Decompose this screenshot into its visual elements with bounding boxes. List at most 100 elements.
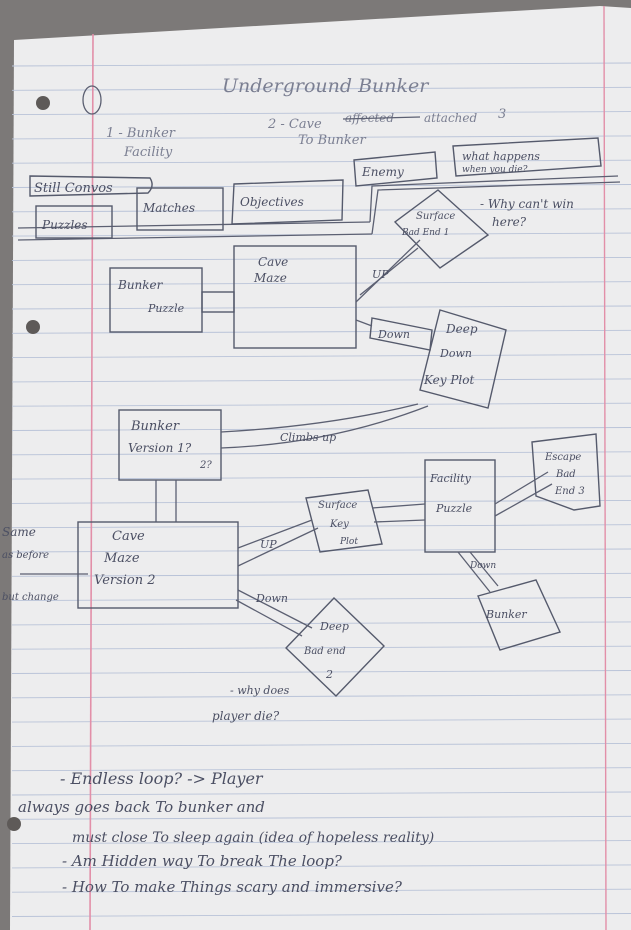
title-scribble <box>82 85 102 115</box>
left-margin-line <box>89 33 94 930</box>
down3-connector <box>457 551 491 593</box>
ruled-line <box>11 475 631 480</box>
why-die-line-2: player die? <box>212 709 280 723</box>
puzzles-box <box>35 205 113 239</box>
bottom-notes: - Endless loop? -> Player always goes ba… <box>18 769 434 896</box>
cave-maze-box <box>233 245 357 349</box>
same-note-line-3: but change <box>2 592 59 603</box>
what-happens-line-2: when you die? <box>462 165 528 175</box>
ruled-line <box>11 572 631 577</box>
ruled-line <box>11 888 631 893</box>
item-2-line-3: To Bunker <box>298 133 366 148</box>
ruled-line <box>11 86 631 91</box>
same-note-line-2: as before <box>2 550 49 561</box>
item-3-label: 3 <box>498 107 506 122</box>
ruled-line <box>11 621 631 626</box>
note-line-4: - Am Hidden way To break The loop? <box>62 852 343 870</box>
up2-label: UP <box>260 538 277 551</box>
why-die-line-1: - why does <box>230 684 290 697</box>
ruled-line <box>11 402 631 407</box>
surface-key-plot-box <box>305 489 383 553</box>
facility-puzzle-box <box>424 459 496 553</box>
ruled-line <box>11 451 631 456</box>
cave-maze-v2-line-2: Maze <box>103 551 140 566</box>
surface-bad-end-1-line-2: Bad End 1 <box>401 228 449 238</box>
surface-bad-end-1-diamond <box>393 189 490 269</box>
ruled-line <box>11 256 631 261</box>
ruled-line <box>11 767 631 772</box>
bunker-2-box <box>477 579 561 651</box>
deep-down-key-plot-box <box>419 309 507 409</box>
item-2-line-1: 2 - Cave <box>267 117 322 132</box>
strike-through-line <box>342 116 421 120</box>
still-convos-label: Still Convos <box>34 181 113 196</box>
ruled-line <box>11 645 631 650</box>
objectives-label: Objectives <box>240 195 304 209</box>
note-line-1: - Endless loop? -> Player <box>60 769 264 788</box>
bunker-version-line-3: 2? <box>199 460 212 471</box>
ruled-line <box>11 815 631 820</box>
ruled-line <box>11 499 631 504</box>
escape-bad-end-3-box <box>531 433 601 511</box>
binder-hole-middle <box>26 320 40 334</box>
facility-escape-connector <box>494 471 549 505</box>
climbs-up-connector <box>220 403 419 433</box>
bunker-puzzle-line-1: Bunker <box>117 278 164 292</box>
surface-bad-end-1-line-1: Surface <box>416 211 455 222</box>
down2-label: Down <box>255 592 288 605</box>
ruled-line <box>11 378 631 383</box>
deep-down-line-3: Key Plot <box>423 373 474 387</box>
why-cant-win-line-2: here? <box>492 215 527 229</box>
ruled-line <box>11 913 631 917</box>
up-connector <box>355 239 421 303</box>
ruled-line <box>11 135 631 140</box>
binder-hole-top <box>36 96 50 110</box>
ruled-line <box>11 208 631 213</box>
deep-down-line-2: Down <box>439 347 472 360</box>
escape-line-1: Escape <box>544 452 581 463</box>
enemy-box <box>353 151 438 187</box>
ruled-line <box>11 670 631 674</box>
puzzles-label: Puzzles <box>41 218 88 232</box>
cave-maze-v2-box <box>77 521 239 609</box>
still-convos-box <box>29 175 153 197</box>
ruled-line <box>11 548 631 553</box>
down2-connector <box>237 589 313 629</box>
bunker-version-line-2: Version 1? <box>128 441 192 455</box>
deep-down-line-1: Deep <box>445 322 478 336</box>
up-label: UP <box>372 268 389 281</box>
surface-key-plot-line-2: Key <box>329 519 349 530</box>
item-2-line-2: attached <box>424 111 478 125</box>
surface-key-plot-line-1: Surface <box>318 500 357 511</box>
cave-maze-line-2: Maze <box>253 271 287 285</box>
binder-hole-bottom <box>7 817 21 831</box>
facility-puzzle-line-1: Facility <box>429 472 472 485</box>
ruled-line <box>11 791 631 796</box>
ruled-line <box>11 62 631 67</box>
bunker-puzzle-line-2: Puzzle <box>147 302 185 315</box>
ruled-line <box>11 864 631 869</box>
why-cant-win-line-1: - Why can't win <box>480 197 574 211</box>
ruled-line <box>11 742 631 747</box>
ruled-line <box>11 840 631 845</box>
ruled-line <box>11 329 631 334</box>
ruled-line <box>11 427 631 431</box>
deep-bad-end-2-line-1: Deep <box>319 620 349 633</box>
ruled-line <box>11 111 631 116</box>
ruled-line <box>11 354 631 359</box>
bunker-version-box <box>118 409 222 481</box>
surface-key-plot-line-3: Plot <box>339 537 358 547</box>
ruled-line <box>11 718 631 723</box>
enemy-label: Enemy <box>361 165 404 179</box>
ruled-line <box>11 159 631 164</box>
note-line-2: always goes back To bunker and <box>18 798 265 816</box>
deep-bad-end-2-line-2: Bad end <box>303 646 346 657</box>
item-1-line-1: 1 - Bunker <box>106 126 176 141</box>
matches-box <box>136 187 224 231</box>
ruled-line <box>11 281 631 286</box>
ruled-line <box>11 305 631 310</box>
bunker-2-label: Bunker <box>485 608 527 621</box>
page-title: Underground Bunker <box>222 75 430 97</box>
